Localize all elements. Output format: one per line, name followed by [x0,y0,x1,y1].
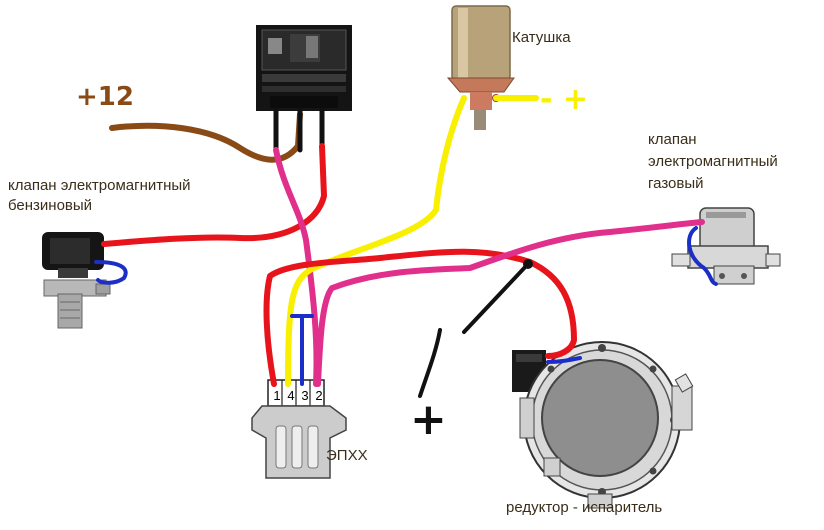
pin-2: 2 [315,388,323,403]
wire-switch-black [273,107,325,153]
wire-blue-petrol [94,260,128,285]
ground-plus-mark: + [410,394,447,445]
wire-red-main [263,248,577,387]
pin-4: 4 [287,388,295,403]
coil-plus-mark: - + [540,82,589,117]
pin-1: 1 [273,388,281,403]
wire-pink-switch [273,147,320,387]
wire-red-petrol [101,143,327,247]
ignition-coil [446,5,515,130]
epxx-label: ЭПХХ [326,447,368,464]
reducer-device [512,341,694,509]
gas-valve-label-2: электромагнитный [648,153,778,170]
wire-blue-gas [687,226,718,286]
switch-device [256,25,352,111]
wire-blue-module [290,314,314,386]
pin-3: 3 [301,388,309,403]
gas-valve-device [671,207,781,285]
coil-label: Катушка [512,29,571,46]
wire-blue-reducer [546,356,582,364]
gas-valve-label-1: клапан [648,131,697,148]
petrol-valve-label-2: бензиновый [8,197,93,214]
gas-valve-label-3: газовый [648,175,704,192]
petrol-valve-device [42,232,111,329]
plus12-mark: +12 [76,82,134,112]
wire-pink-gas [315,219,705,387]
petrol-valve-label-1: клапан электромагнитный [8,177,191,194]
reducer-label: редуктор - испаритель [506,499,663,516]
junction-dot [523,259,533,269]
wire-yellow [285,95,467,387]
wire-black-switch [418,262,530,398]
wire-brown [109,111,303,163]
